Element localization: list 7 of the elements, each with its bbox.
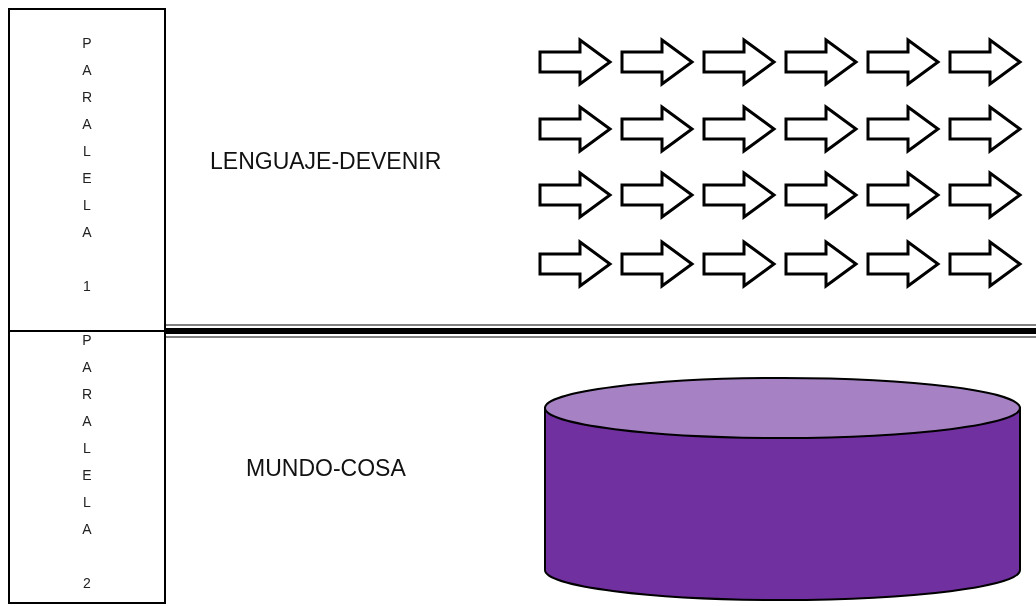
- cylinder-shape: [544, 377, 1021, 601]
- side-panel: [8, 8, 166, 332]
- panel-label: PARALELA 1: [79, 35, 95, 305]
- side-panel: [8, 330, 166, 604]
- panel-label: PARALELA 2: [79, 332, 95, 602]
- section-heading: LENGUAJE-DEVENIR: [210, 148, 442, 175]
- section-heading: MUNDO-COSA: [246, 455, 406, 482]
